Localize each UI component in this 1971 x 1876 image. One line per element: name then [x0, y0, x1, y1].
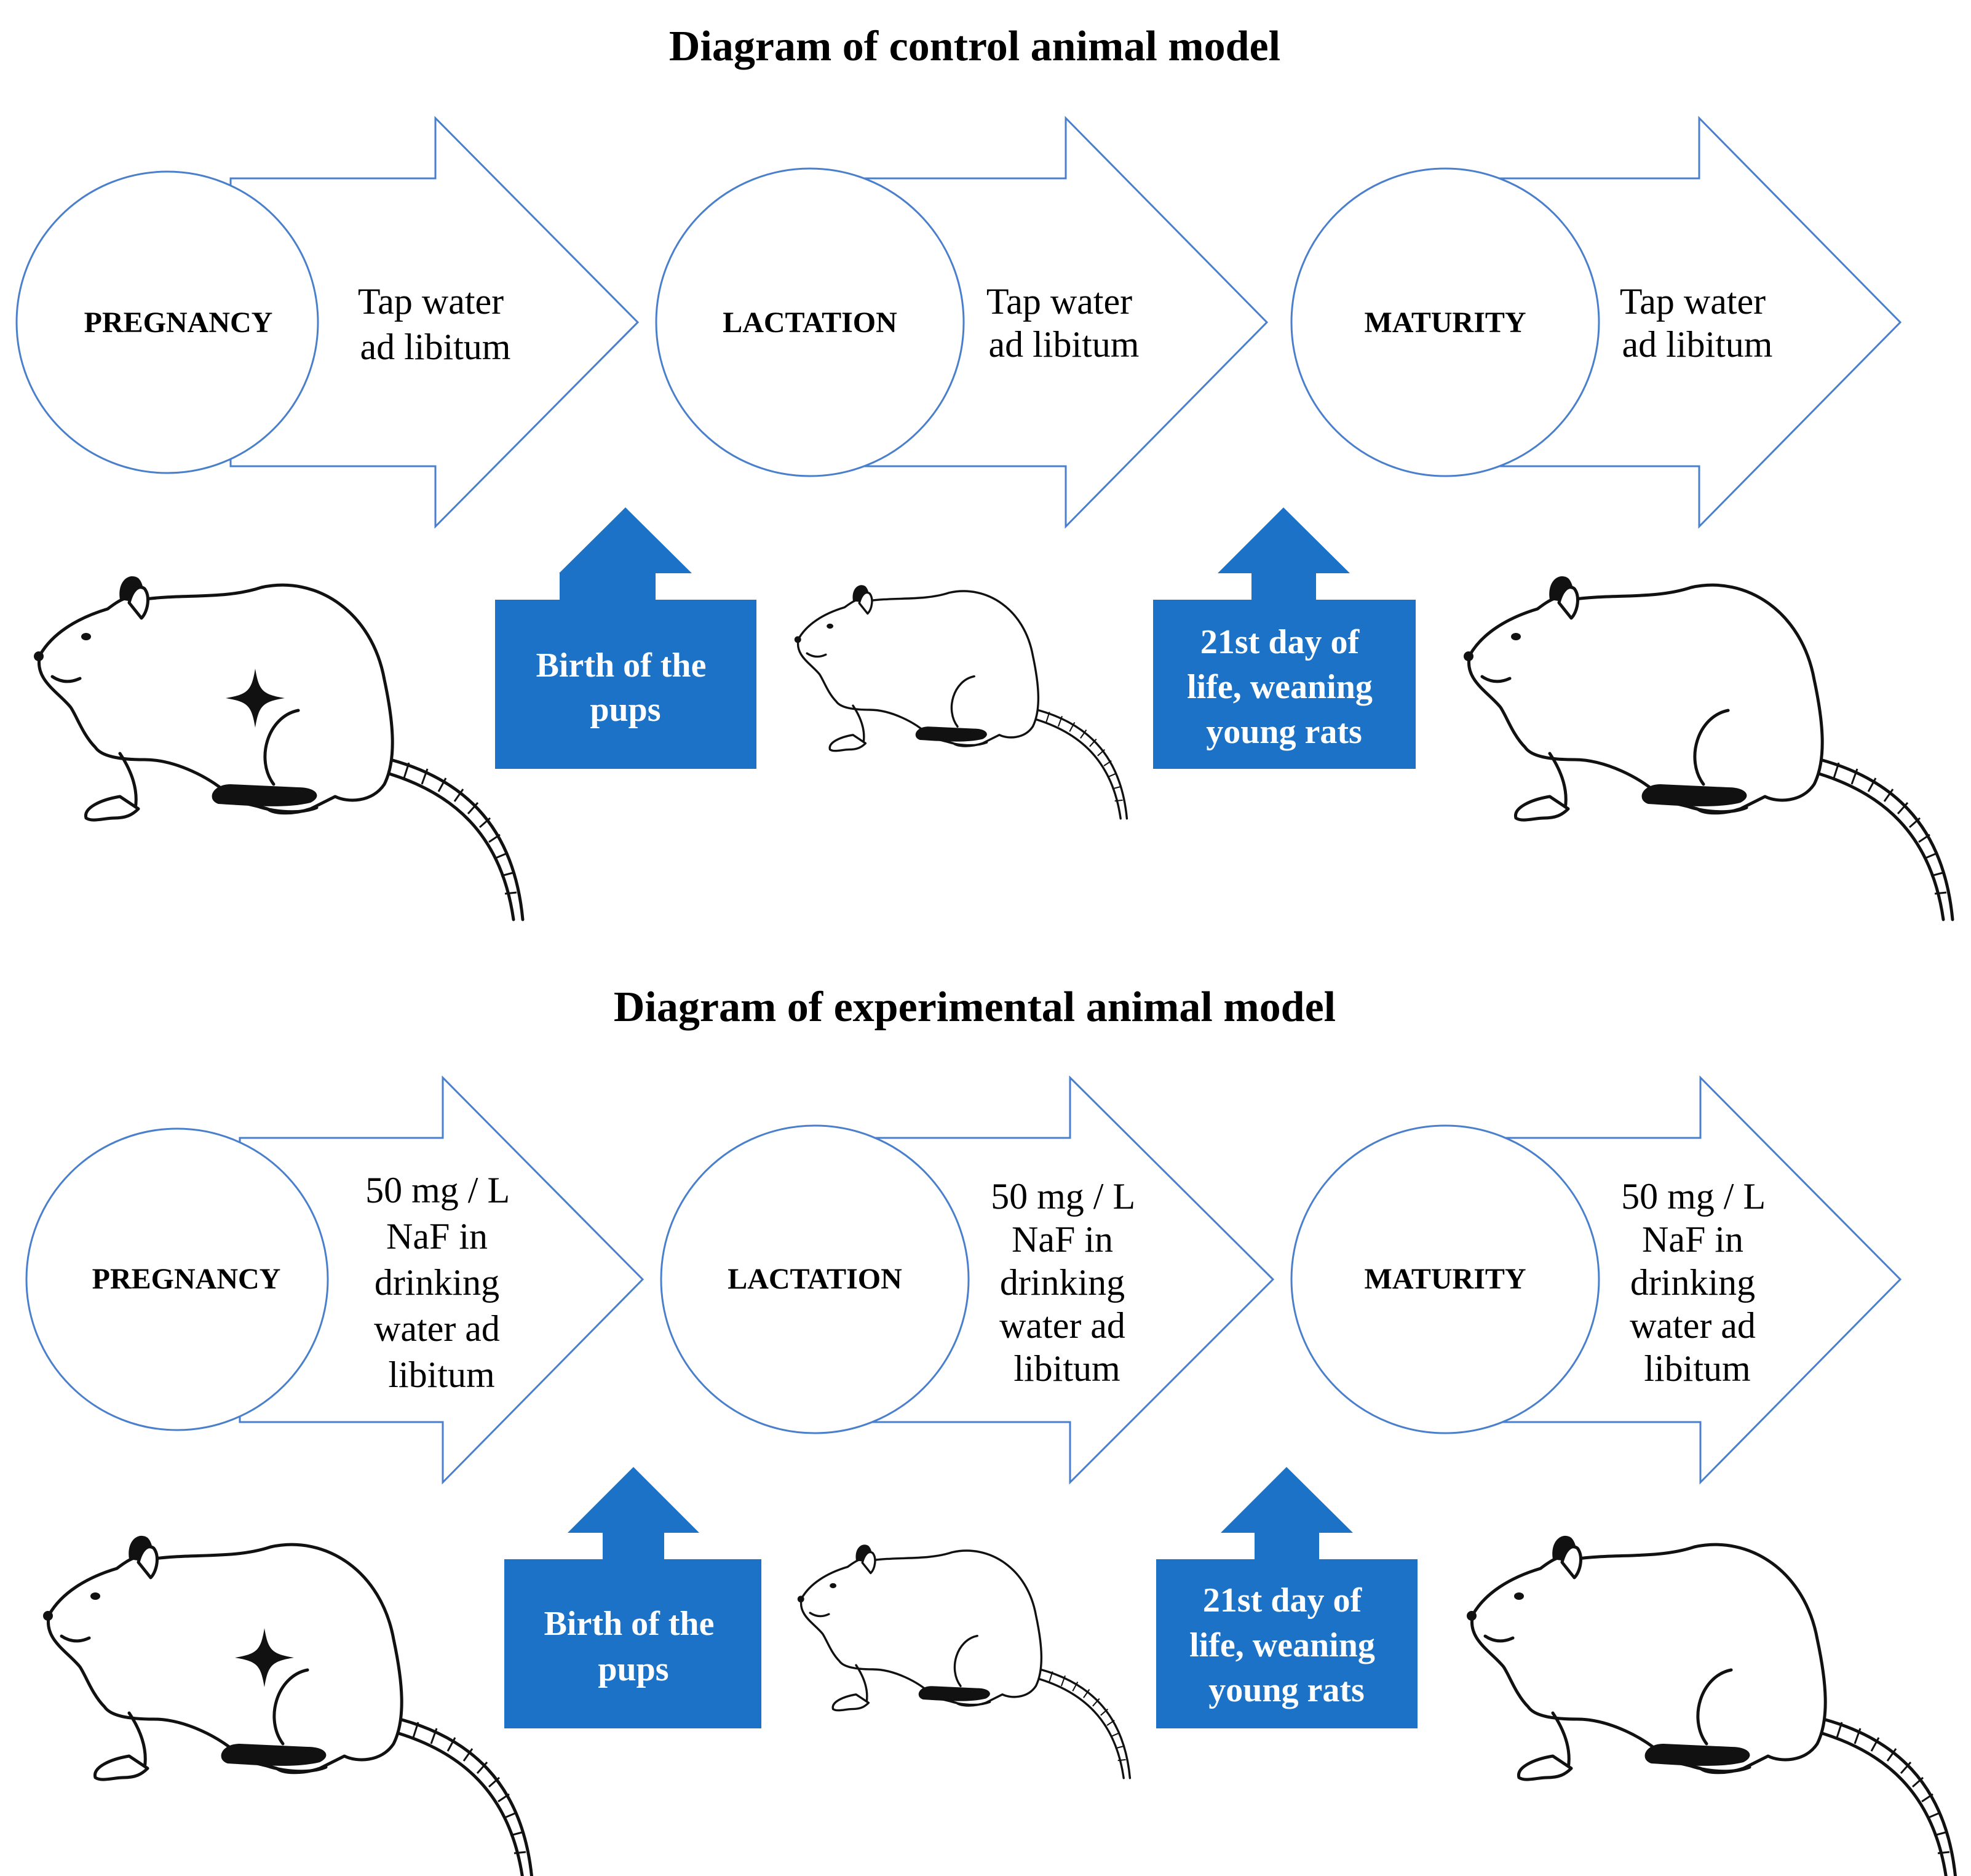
flow-arrow	[1499, 1075, 1902, 1485]
stage-label: LACTATION	[723, 306, 897, 339]
control-stage-lactation: LACTATION Tap water ad libitum	[655, 116, 1269, 529]
experimental-stage-pregnancy: PREGNANCY 50 mg / L NaF in drinking wate…	[25, 1075, 644, 1485]
experimental-stage-lactation: LACTATION 50 mg / L NaF in drinking wate…	[660, 1075, 1275, 1485]
control-stage-pregnancy: PREGNANCY Tap water ad libitum	[15, 116, 640, 529]
control-title: Diagram of control animal model	[669, 23, 1280, 70]
stage-circle	[15, 170, 319, 474]
control-event-weaning: 21st day of life, weaning young rats	[1153, 507, 1416, 769]
event-up-arrow	[495, 507, 756, 769]
event-up-arrow	[1156, 1467, 1418, 1728]
stage-note: 50 mg / L NaF in drinking water ad libit…	[1621, 1176, 1774, 1389]
event-text: Birth of the pups	[544, 1605, 723, 1688]
stage-label: MATURITY	[1364, 306, 1526, 339]
stage-note: 50 mg / L NaF in drinking water ad libit…	[991, 1176, 1143, 1389]
stage-circle	[1290, 167, 1600, 477]
event-text: 21st day of life, weaning young rats	[1187, 623, 1381, 751]
event-up-arrow	[504, 1467, 761, 1728]
stage-circle	[660, 1124, 970, 1434]
stage-note: Tap water ad libitum	[1620, 281, 1775, 365]
stage-label: PREGNANCY	[84, 306, 273, 339]
rat-icon	[43, 1536, 532, 1876]
event-up-arrow	[1153, 507, 1416, 769]
stage-note: Tap water ad libitum	[986, 281, 1141, 365]
stage-label: LACTATION	[728, 1263, 902, 1295]
event-text: 21st day of life, weaning young rats	[1189, 1581, 1384, 1709]
control-stage-maturity: MATURITY Tap water ad libitum	[1290, 116, 1902, 529]
rat-icon	[1464, 576, 1953, 920]
event-text: Birth of the pups	[536, 646, 715, 729]
stage-note: Tap water ad libitum	[358, 281, 513, 367]
flow-arrow	[863, 116, 1269, 529]
flow-arrow	[239, 1075, 644, 1485]
rat-icon	[793, 584, 1128, 820]
flow-arrow	[869, 1075, 1275, 1485]
stage-circle	[655, 167, 965, 477]
experimental-title: Diagram of experimental animal model	[614, 984, 1336, 1031]
experimental-event-weaning: 21st day of life, weaning young rats	[1156, 1467, 1418, 1728]
stage-label: MATURITY	[1364, 1263, 1526, 1295]
control-event-birth: Birth of the pups	[495, 507, 756, 769]
stage-circle	[25, 1127, 329, 1431]
rat-icon	[1467, 1536, 1956, 1876]
stage-circle	[1290, 1124, 1600, 1434]
experimental-stage-maturity: MATURITY 50 mg / L NaF in drinking water…	[1290, 1075, 1902, 1485]
stage-label: PREGNANCY	[92, 1263, 281, 1295]
rat-icon	[796, 1543, 1132, 1779]
experimental-event-birth: Birth of the pups	[504, 1467, 761, 1728]
stage-note: 50 mg / L NaF in drinking water ad libit…	[365, 1170, 518, 1395]
rat-icon	[34, 576, 523, 920]
flow-arrow	[1496, 116, 1902, 529]
flow-arrow	[229, 116, 640, 529]
